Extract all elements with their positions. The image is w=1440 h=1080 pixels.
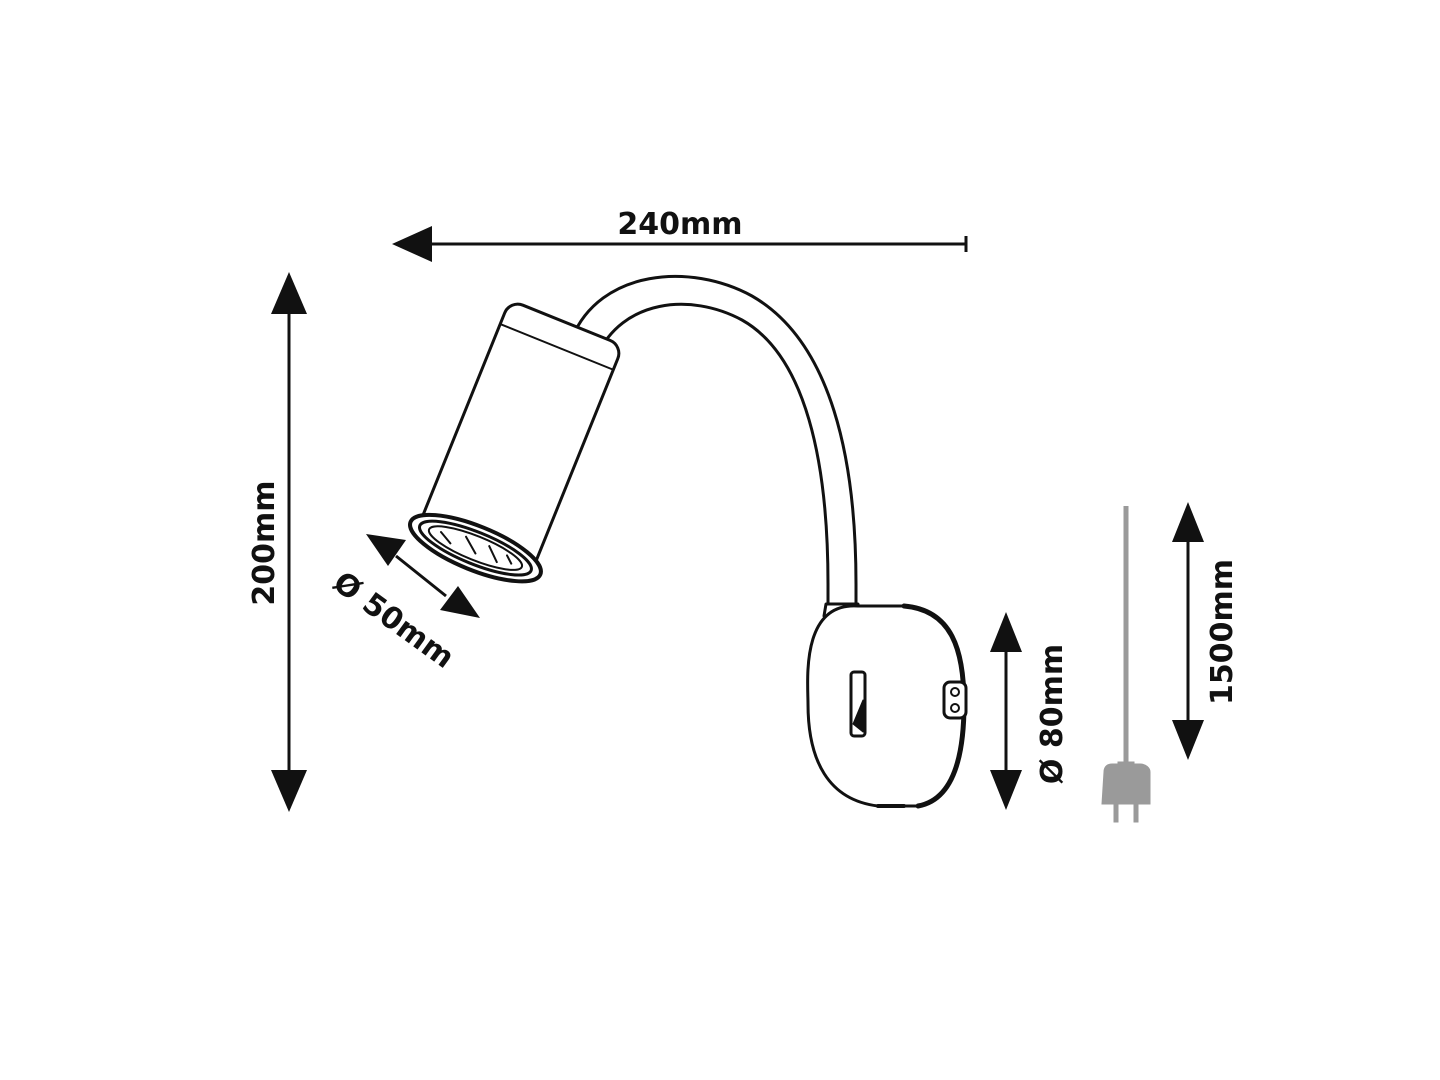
base-diameter-label: Ø 80mm bbox=[1035, 644, 1070, 784]
plug-icon bbox=[1101, 761, 1151, 823]
cable-length-arrow-bottom bbox=[1172, 720, 1204, 760]
cable-length-dimension: 1500mm bbox=[1172, 502, 1240, 760]
cable-length-label: 1500mm bbox=[1205, 559, 1240, 705]
base-diameter-arrow-bottom bbox=[990, 770, 1022, 810]
wall-base bbox=[806, 603, 968, 809]
width-dimension: 240mm bbox=[392, 207, 968, 262]
head-diameter-arrow-start bbox=[366, 534, 406, 566]
height-label: 200mm bbox=[247, 480, 282, 605]
base-diameter-arrow-top bbox=[990, 612, 1022, 652]
wall-lamp-drawing bbox=[408, 274, 968, 809]
width-arrow-left bbox=[392, 226, 432, 262]
height-dimension: 200mm bbox=[247, 272, 307, 812]
flexible-arm bbox=[570, 274, 858, 608]
head-diameter-label: Ø 50mm bbox=[327, 565, 461, 676]
cable-entry bbox=[942, 680, 968, 720]
switch-icon bbox=[849, 670, 867, 738]
lamp-head bbox=[408, 302, 621, 584]
flexible-arm-inner bbox=[595, 302, 830, 608]
base-diameter-dimension: Ø 80mm bbox=[990, 612, 1070, 810]
width-label: 240mm bbox=[617, 207, 742, 242]
head-diameter-arrow-end bbox=[440, 586, 480, 618]
cable-length-arrow-top bbox=[1172, 502, 1204, 542]
height-arrow-bottom bbox=[271, 770, 307, 812]
height-arrow-top bbox=[271, 272, 307, 314]
